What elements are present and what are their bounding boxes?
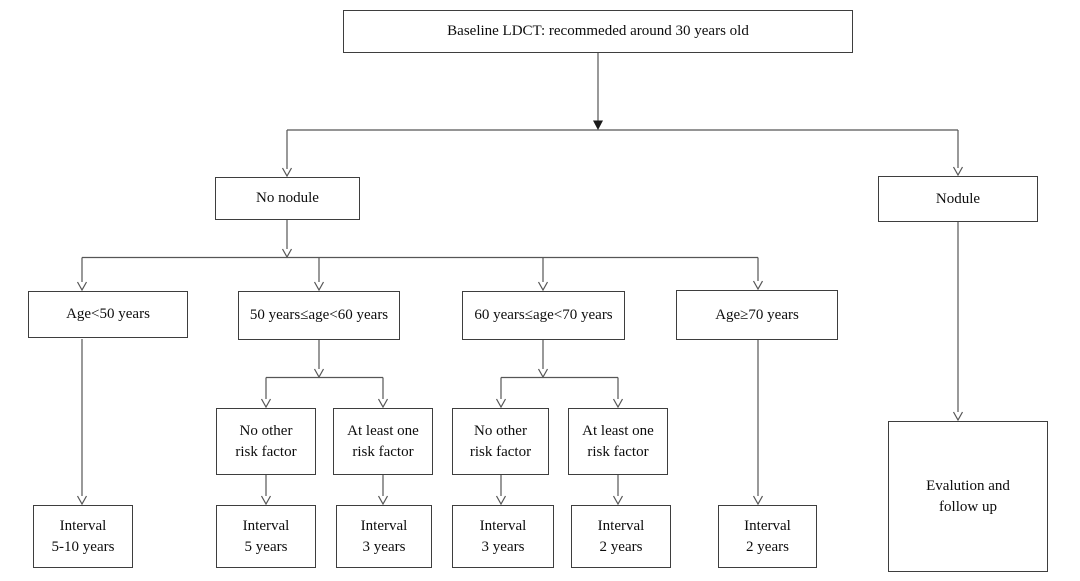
node-interval-5-years: Interval 5 years — [216, 505, 316, 568]
arrowhead — [76, 281, 88, 292]
node-rf-6070-at-least-one: At least one risk factor — [568, 408, 668, 475]
node-rf-6070-no-other: No other risk factor — [452, 408, 549, 475]
arrowhead — [377, 495, 389, 506]
node-age-lt-50: Age<50 years — [28, 291, 188, 338]
arrowhead — [537, 281, 549, 292]
node-interval-3-years-a: Interval 3 years — [336, 505, 432, 568]
node-rf-5060-no-other: No other risk factor — [216, 408, 316, 475]
node-age-60-70: 60 years≤age<70 years — [462, 291, 625, 340]
node-age-50-60: 50 years≤age<60 years — [238, 291, 400, 340]
node-no-nodule: No nodule — [215, 177, 360, 220]
node-interval-2-years-b: Interval 2 years — [718, 505, 817, 568]
node-interval-2-years-a: Interval 2 years — [571, 505, 671, 568]
node-rf-5060-at-least-one: At least one risk factor — [333, 408, 433, 475]
arrowhead — [281, 167, 293, 178]
node-interval-3-years-b: Interval 3 years — [452, 505, 554, 568]
arrowhead — [952, 411, 964, 422]
filled-arrowhead — [593, 120, 603, 130]
arrowhead — [377, 398, 389, 409]
arrowhead — [495, 398, 507, 409]
arrowhead — [612, 398, 624, 409]
arrowhead — [537, 368, 549, 379]
arrowhead — [260, 495, 272, 506]
arrowhead — [313, 368, 325, 379]
arrowhead — [76, 495, 88, 506]
node-interval-5-10-years: Interval 5-10 years — [33, 505, 133, 568]
arrowhead — [495, 495, 507, 506]
arrowhead — [281, 248, 293, 259]
arrowhead — [752, 280, 764, 291]
node-evaluation-follow-up: Evalution and follow up — [888, 421, 1048, 572]
arrowhead — [612, 495, 624, 506]
arrowhead — [752, 495, 764, 506]
node-nodule: Nodule — [878, 176, 1038, 222]
node-baseline-ldct: Baseline LDCT: recommeded around 30 year… — [343, 10, 853, 53]
node-age-ge-70: Age≥70 years — [676, 290, 838, 340]
arrowhead — [952, 166, 964, 177]
arrowhead — [313, 281, 325, 292]
connector-lines — [81, 53, 959, 496]
arrowhead — [260, 398, 272, 409]
